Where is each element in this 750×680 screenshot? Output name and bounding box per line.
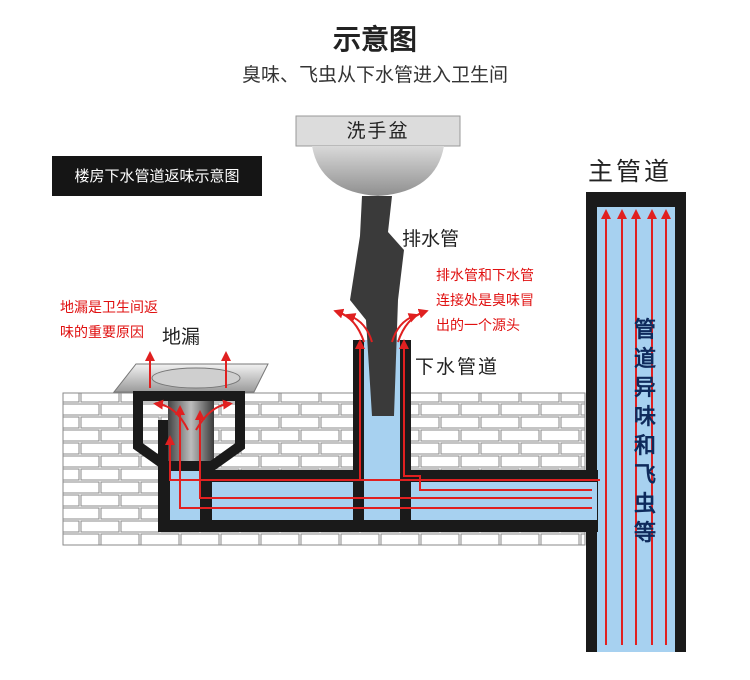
page-title: 示意图: [332, 23, 417, 56]
page-subtitle: 臭味、飞虫从下水管进入卫生间: [241, 64, 508, 86]
floor-drain-note-line: 味的重要原因: [60, 325, 144, 341]
vertical-char: 虫: [633, 492, 656, 517]
basin-top: [295, 115, 461, 147]
joint-note: 排水管和下水管 连接处是臭味冒 出的一个源头: [436, 264, 534, 339]
drain-pipe: [350, 196, 404, 416]
floor-drain-cup: [168, 400, 214, 466]
joint-note-line: 排水管和下水管: [436, 268, 534, 284]
joint-note-line: 出的一个源头: [436, 318, 520, 334]
diagram-badge: 楼房下水管道返味示意图: [52, 156, 262, 196]
floor-drain-label: 地漏: [162, 326, 201, 348]
main-pipe-label: 主管道: [588, 157, 673, 186]
vertical-char: 道: [633, 347, 656, 372]
main-pipe-vertical-text: 管 道 异 味 和 飞 虫 等: [629, 316, 661, 548]
joint-note-line: 连接处是臭味冒: [436, 293, 534, 309]
drain-pipe-label: 排水管: [402, 228, 460, 250]
vertical-char: 等: [633, 521, 656, 546]
vertical-char: 味: [633, 405, 656, 430]
vertical-char: 和: [633, 434, 656, 459]
basin-label: 洗手盆: [346, 120, 410, 142]
floor-drain-note-line: 地漏是卫生间返: [60, 300, 158, 316]
odor-arrows: [145, 209, 671, 645]
vertical-char: 飞: [633, 463, 656, 488]
vertical-char: 异: [633, 376, 656, 401]
vertical-char: 管: [633, 318, 656, 343]
basin-bowl: [312, 146, 444, 196]
sewer-pipe-label: 下水管道: [415, 356, 500, 378]
floor-drain-note: 地漏是卫生间返 味的重要原因: [60, 296, 158, 346]
